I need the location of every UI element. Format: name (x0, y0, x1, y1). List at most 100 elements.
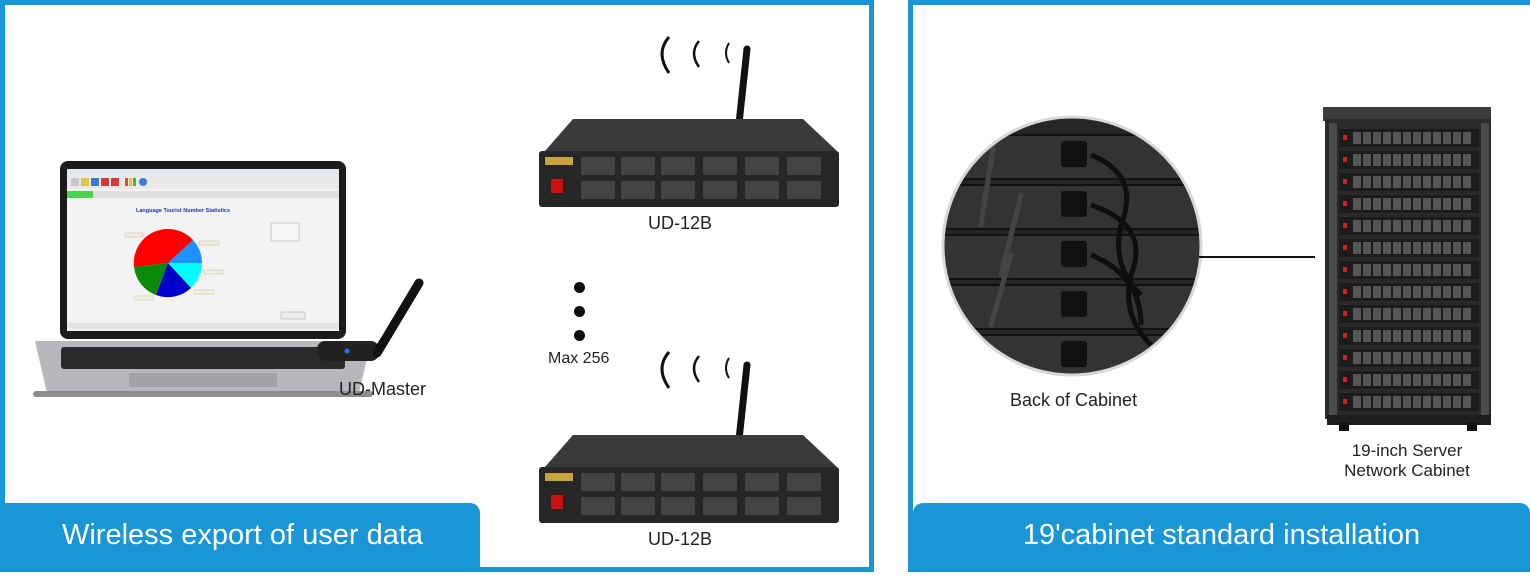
cabinet-back-closeup (941, 115, 1203, 377)
rack-port (1423, 374, 1431, 386)
rack-port (1363, 396, 1371, 408)
rack-port (1393, 308, 1401, 320)
rack-port (1383, 330, 1391, 342)
rack-port (1393, 286, 1401, 298)
rack-port (1363, 242, 1371, 254)
rack-port (1363, 374, 1371, 386)
rack-port (1423, 176, 1431, 188)
rack-port (1393, 132, 1401, 144)
rack-port (1463, 198, 1471, 210)
rack-port (1393, 242, 1401, 254)
rack-port (1413, 220, 1421, 232)
rack-port (1363, 286, 1371, 298)
rack-port (1423, 396, 1431, 408)
rack-port (1383, 308, 1391, 320)
rack-port (1383, 220, 1391, 232)
rack-port (1403, 308, 1411, 320)
rack-port (1423, 220, 1431, 232)
rack-port (1363, 264, 1371, 276)
rack-port (1353, 308, 1361, 320)
rack-port (1353, 352, 1361, 364)
ud-12b-top-label: UD-12B (648, 213, 713, 233)
rack-port (1443, 198, 1451, 210)
rack-port (1363, 220, 1371, 232)
rack-port (1453, 264, 1461, 276)
rack-port (1463, 308, 1471, 320)
rack-port (1383, 396, 1391, 408)
rack-port (1453, 286, 1461, 298)
rack-port (1413, 374, 1421, 386)
back-of-cabinet-label: Back of Cabinet (1010, 390, 1138, 410)
rack-port (1363, 330, 1371, 342)
rack-port (1453, 242, 1461, 254)
rack-port (1463, 132, 1471, 144)
rack-port (1453, 330, 1461, 342)
rack-power-led (1343, 179, 1347, 184)
rack-port (1453, 308, 1461, 320)
rack-port (1463, 286, 1471, 298)
rack-port (1413, 132, 1421, 144)
ellipsis-dot (574, 282, 585, 293)
rack-port (1453, 352, 1461, 364)
rack-port (1373, 352, 1381, 364)
rack-power-led (1343, 377, 1347, 382)
cabinet-label: 19-inch Server Network Cabinet (1333, 441, 1481, 481)
dongle-antenna-icon (372, 278, 424, 358)
rack-port (1383, 352, 1391, 364)
rack-port (1373, 286, 1381, 298)
rack-power-led (1343, 399, 1347, 404)
rack-port (1443, 242, 1451, 254)
rack-port (1443, 374, 1451, 386)
rack-port (1423, 264, 1431, 276)
rack-port (1403, 242, 1411, 254)
rack-port (1443, 396, 1451, 408)
rack-port (1463, 264, 1471, 276)
rack-port (1413, 352, 1421, 364)
rack-port (1413, 176, 1421, 188)
rack-port (1393, 198, 1401, 210)
rack-port (1453, 176, 1461, 188)
rack-port (1373, 396, 1381, 408)
rack-port (1373, 154, 1381, 166)
wifi-signal-top-icon (660, 36, 730, 74)
rack-port (1353, 396, 1361, 408)
rack-port (1403, 330, 1411, 342)
rack-port (1423, 352, 1431, 364)
rack-port (1433, 242, 1441, 254)
rack-port (1403, 198, 1411, 210)
right-banner: 19'cabinet standard installation (913, 503, 1530, 567)
rack-port (1463, 220, 1471, 232)
laptop-chart-title: Language Tourist Number Statistics (136, 208, 230, 214)
rack-port (1443, 132, 1451, 144)
rack-port (1453, 220, 1461, 232)
rack-port (1393, 352, 1401, 364)
rack-port (1443, 308, 1451, 320)
ud-12b-bottom-label: UD-12B (648, 529, 713, 549)
rack-port (1353, 176, 1361, 188)
laptop-illustration: Language Tourist Number Statistics (33, 161, 373, 397)
rack-port (1413, 330, 1421, 342)
rack-port (1413, 396, 1421, 408)
rack-port (1373, 330, 1381, 342)
rack-port (1383, 374, 1391, 386)
rack-port (1453, 154, 1461, 166)
rack-port (1383, 198, 1391, 210)
rack-port (1383, 154, 1391, 166)
rack-port (1443, 330, 1451, 342)
rack-port (1433, 264, 1441, 276)
rack-port (1433, 330, 1441, 342)
rack-port (1383, 242, 1391, 254)
rack-port (1443, 176, 1451, 188)
rack-port (1353, 374, 1361, 386)
rack-port (1423, 132, 1431, 144)
rack-port (1353, 330, 1361, 342)
ud-master-dongle (317, 278, 424, 361)
cabinet-label-line2: Network Cabinet (1344, 461, 1470, 480)
rack-power-led (1343, 311, 1347, 316)
wifi-signal-bottom-icon (660, 351, 730, 389)
rack-port (1403, 132, 1411, 144)
rack-port (1463, 154, 1471, 166)
rack-port (1353, 132, 1361, 144)
rack-port (1463, 330, 1471, 342)
rack-power-led (1343, 223, 1347, 228)
